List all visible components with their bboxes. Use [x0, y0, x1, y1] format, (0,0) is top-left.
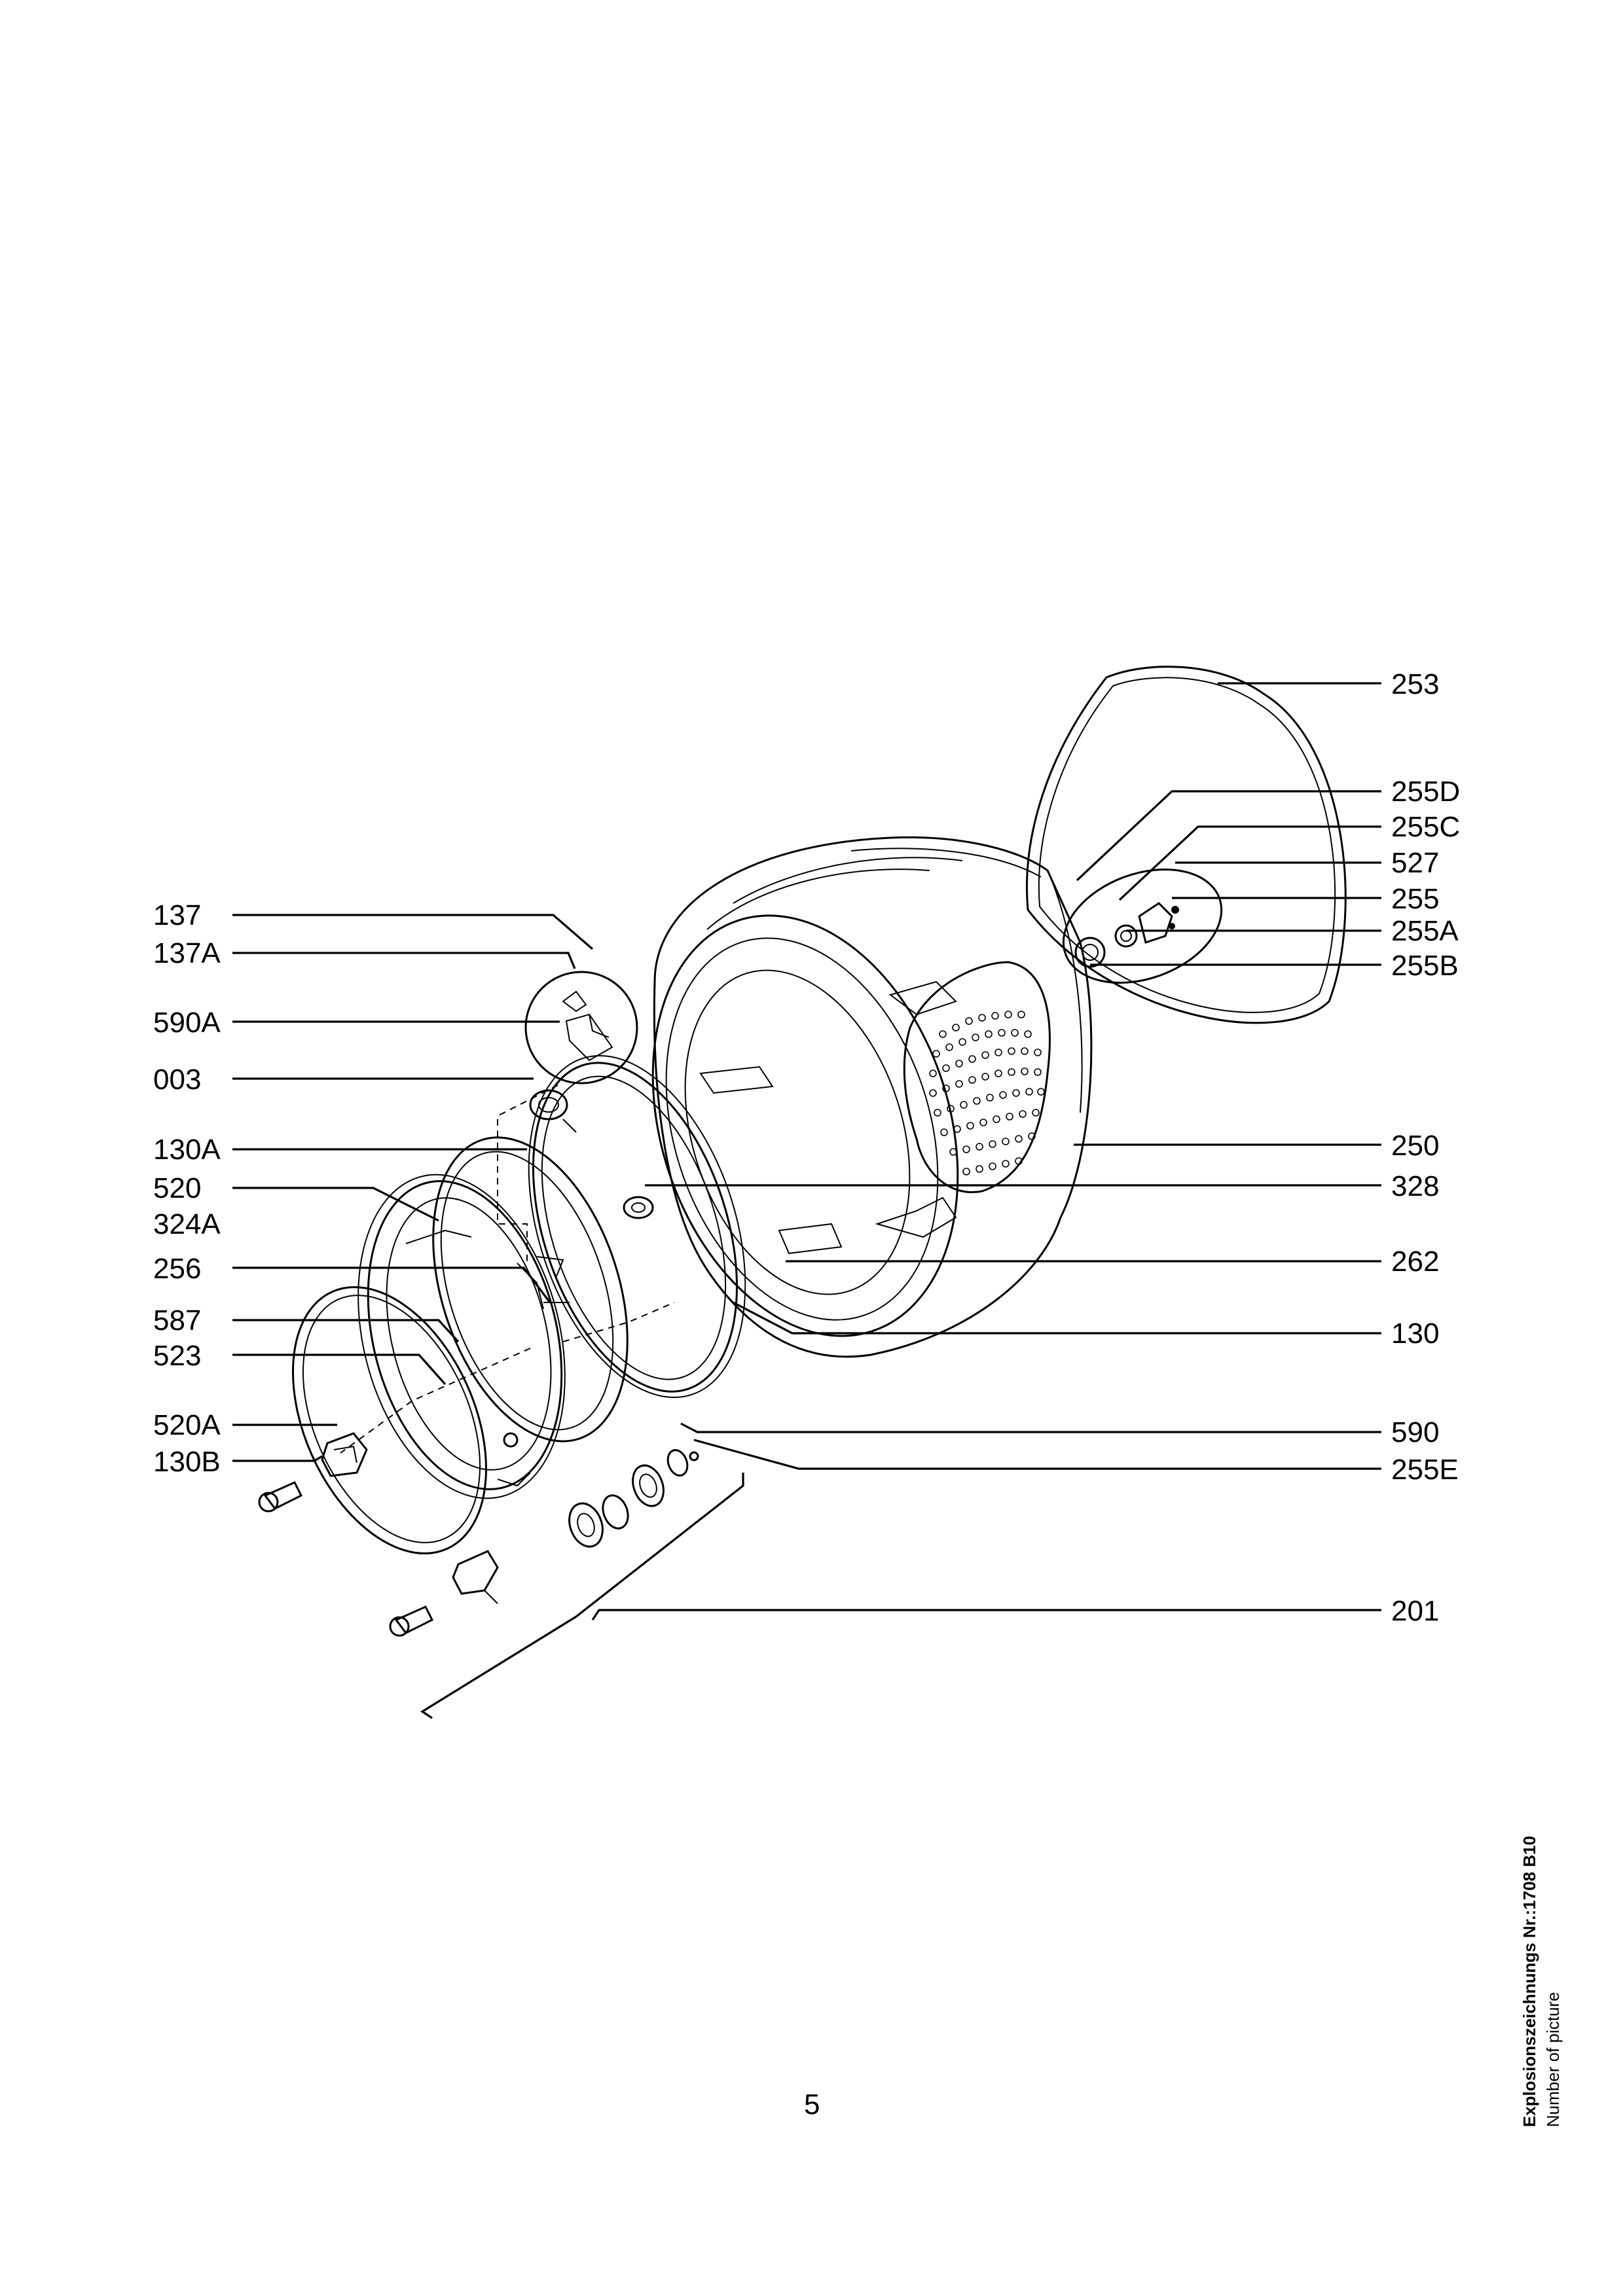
- label-003: 003: [153, 1064, 201, 1096]
- label-527: 527: [1391, 847, 1439, 879]
- door-glass-part: [292, 1286, 487, 1554]
- drive-belt-part: [1026, 666, 1347, 1024]
- label-328: 328: [1391, 1170, 1439, 1202]
- label-201: 201: [1391, 1595, 1439, 1627]
- label-255A: 255A: [1391, 915, 1459, 947]
- door-frame-part: [357, 1174, 566, 1499]
- right-leader-lines: [591, 682, 1381, 1621]
- label-523: 523: [153, 1340, 201, 1372]
- drum-perforations: [929, 1011, 1045, 1175]
- label-262: 262: [1391, 1246, 1439, 1278]
- hub-part: [623, 1196, 654, 1219]
- drum-seal-ring-part: [528, 1055, 746, 1398]
- label-255E: 255E: [1391, 1454, 1459, 1486]
- label-130B: 130B: [153, 1446, 221, 1478]
- handle-bolt-part: [258, 1481, 434, 1637]
- picture-caption: Number of picture: [1543, 1992, 1563, 2127]
- label-520A: 520A: [153, 1409, 221, 1441]
- bearing-detail-part: [1062, 869, 1223, 984]
- label-255B: 255B: [1391, 950, 1459, 982]
- label-250: 250: [1391, 1130, 1439, 1162]
- label-256: 256: [153, 1253, 201, 1285]
- door-lock-part: [452, 1550, 499, 1604]
- drawing-number: Explosionszeichnungs Nr.:1708 B10: [1520, 1836, 1539, 2127]
- label-587: 587: [153, 1304, 201, 1336]
- small-ring-part: [529, 1089, 577, 1133]
- bearings-seals-part: [568, 1449, 699, 1548]
- label-324A: 324A: [153, 1208, 221, 1240]
- label-255: 255: [1391, 883, 1439, 915]
- hinge-part: [321, 1432, 368, 1477]
- left-labels: 137 137A 590A 003 130A 520 324A 256 587 …: [153, 899, 221, 1478]
- bracket-detail-part: [524, 971, 638, 1085]
- label-255D: 255D: [1391, 776, 1460, 808]
- label-590A: 590A: [153, 1007, 221, 1039]
- rear-cover-part: [432, 1136, 629, 1443]
- label-590: 590: [1391, 1416, 1439, 1448]
- drum-part: [651, 836, 1093, 1358]
- label-137A: 137A: [153, 937, 221, 969]
- page-number: 5: [804, 2089, 820, 2121]
- label-130: 130: [1391, 1318, 1439, 1350]
- footer-vertical: Explosionszeichnungs Nr.:1708 B10 Number…: [1520, 1836, 1563, 2127]
- label-255C: 255C: [1391, 811, 1460, 843]
- label-253: 253: [1391, 668, 1439, 700]
- label-520: 520: [153, 1172, 201, 1204]
- label-137: 137: [153, 899, 201, 931]
- bracket-201: [420, 1473, 744, 1719]
- label-130A: 130A: [153, 1134, 221, 1166]
- right-labels: 253 255D 255C 527 255 255A 255B 250 328 …: [1391, 668, 1460, 1627]
- left-leader-lines: [232, 914, 594, 1462]
